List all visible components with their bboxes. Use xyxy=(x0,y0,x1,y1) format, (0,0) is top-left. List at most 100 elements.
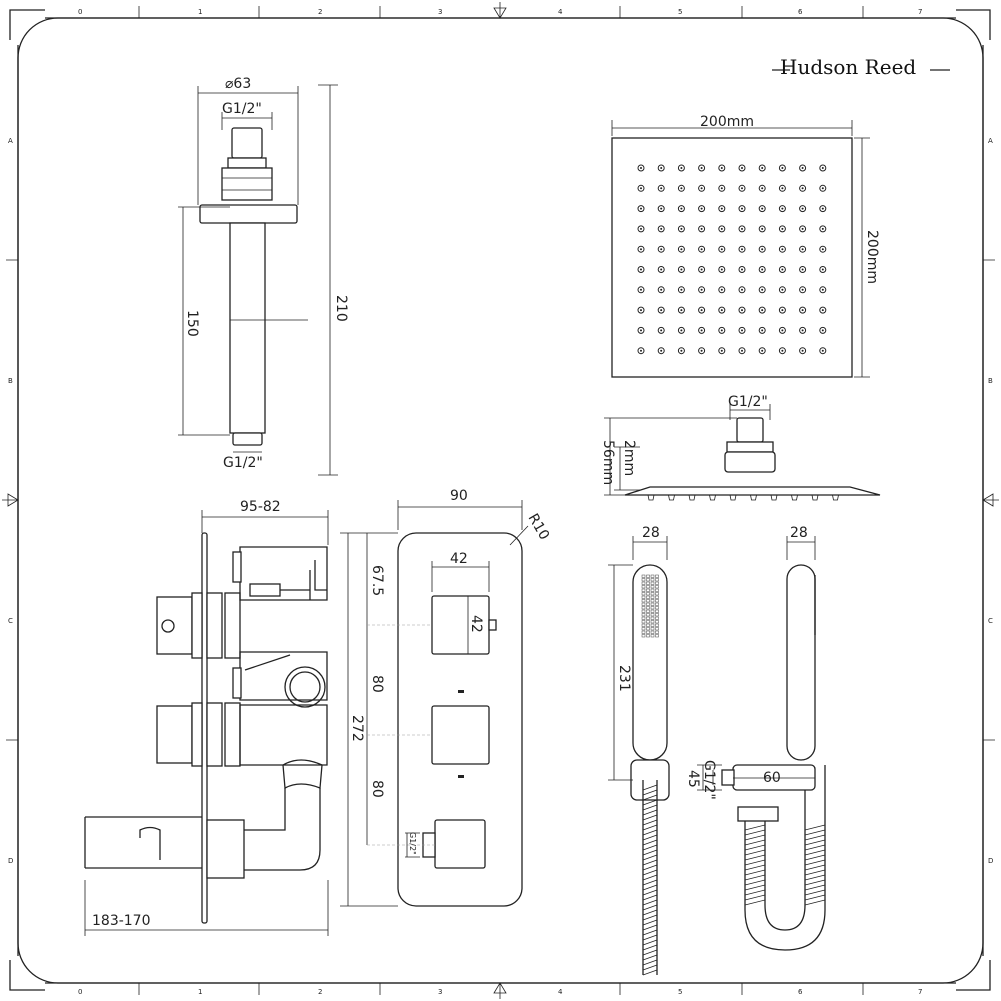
ruler-label: 2 xyxy=(318,988,322,996)
dimension-handset-width-left: 28 xyxy=(642,525,660,541)
ruler-label: 5 xyxy=(678,988,682,996)
ruler-label: 3 xyxy=(438,988,442,996)
dimension-thread-bottom: G1/2" xyxy=(223,455,263,471)
nozzle xyxy=(778,326,786,334)
nozzle xyxy=(778,266,786,273)
nozzle xyxy=(637,286,645,294)
nozzle xyxy=(657,286,665,294)
dimension-bracket-depth: 60 xyxy=(763,770,781,786)
nozzle xyxy=(677,266,685,273)
dimension-offset-top: 67.5 xyxy=(369,565,385,596)
dimension-head-depth: 200mm xyxy=(864,230,880,284)
ruler-label: C xyxy=(988,617,993,625)
nozzle xyxy=(819,245,827,253)
nozzle xyxy=(718,205,726,213)
nozzle xyxy=(698,164,706,172)
ruler-label: 5 xyxy=(678,8,682,16)
nozzle xyxy=(718,245,726,253)
ruler-label: A xyxy=(8,137,13,145)
ruler-label: 3 xyxy=(438,8,442,16)
nozzle xyxy=(738,225,746,233)
nozzle xyxy=(799,205,807,213)
nozzle xyxy=(698,225,706,233)
nozzle xyxy=(637,347,645,355)
nozzle-grid xyxy=(637,164,827,355)
ruler-label: 4 xyxy=(558,8,563,16)
ruler-label: D xyxy=(8,857,13,865)
ceiling-arm-drawing: ⌀63 G1/2" 210 150 G1/2" xyxy=(178,76,349,476)
nozzle xyxy=(738,184,746,192)
ruler-label: 2 xyxy=(318,8,322,16)
valve-side-view: 95-82 183-170 xyxy=(84,499,329,936)
ruler-bottom: 0 1 2 3 4 5 6 7 xyxy=(78,988,922,996)
dimension-bracket-thread: G1/2" xyxy=(701,760,717,800)
nozzle xyxy=(657,164,665,172)
dimension-spacing-2: 80 xyxy=(369,780,385,798)
nozzle xyxy=(758,164,766,172)
dimension-handset-width-right: 28 xyxy=(790,525,808,541)
nozzle xyxy=(738,205,746,213)
dimension-plate-width: 90 xyxy=(450,488,468,504)
ruler-sides: A B C D A B C D xyxy=(8,137,993,865)
dimension-head-width: 200mm xyxy=(700,114,754,130)
dimension-spacing-1: 80 xyxy=(369,675,385,693)
svg-text:Hudson Reed: Hudson Reed xyxy=(780,55,916,79)
nozzle xyxy=(778,347,786,355)
nozzle xyxy=(738,164,746,172)
nozzle xyxy=(778,286,786,294)
ruler-label: 6 xyxy=(798,988,803,996)
nozzle xyxy=(657,225,665,233)
nozzle xyxy=(637,245,645,253)
nozzle xyxy=(799,347,807,355)
nozzle xyxy=(799,266,807,273)
ruler-label: B xyxy=(8,377,13,385)
nozzle xyxy=(758,225,766,233)
nozzle xyxy=(677,164,685,172)
ruler-label: D xyxy=(988,857,993,865)
ruler-top: 0 1 2 3 4 5 6 7 xyxy=(78,8,922,16)
nozzle xyxy=(758,245,766,253)
nozzle xyxy=(637,306,645,314)
dimension-diameter: ⌀63 xyxy=(225,76,251,92)
nozzle xyxy=(677,347,685,355)
ruler-label: B xyxy=(988,377,993,385)
nozzle xyxy=(637,225,645,233)
nozzle xyxy=(677,205,685,213)
nozzle xyxy=(738,306,746,314)
nozzle xyxy=(819,225,827,233)
nozzle xyxy=(698,266,706,273)
nozzle xyxy=(738,266,746,273)
nozzle xyxy=(637,266,645,273)
dimension-valve-depth: 95-82 xyxy=(240,499,281,515)
ruler-label: A xyxy=(988,137,993,145)
nozzle xyxy=(718,286,726,294)
ruler-label: 7 xyxy=(918,988,922,996)
ruler-label: 1 xyxy=(198,988,202,996)
dimension-thread-top: G1/2" xyxy=(222,101,262,117)
nozzle xyxy=(778,245,786,253)
nozzle xyxy=(738,286,746,294)
nozzle xyxy=(758,326,766,334)
nozzle xyxy=(799,245,807,253)
ruler-label: 0 xyxy=(78,8,82,16)
nozzle xyxy=(819,184,827,192)
nozzle xyxy=(698,205,706,213)
nozzle xyxy=(738,326,746,334)
nozzle xyxy=(718,164,726,172)
nozzle xyxy=(758,347,766,355)
nozzle xyxy=(637,326,645,334)
nozzle xyxy=(698,347,706,355)
nozzle xyxy=(819,164,827,172)
nozzle xyxy=(637,205,645,213)
dimension-total-height: 210 xyxy=(333,295,349,322)
nozzle xyxy=(758,266,766,273)
nozzle xyxy=(637,184,645,192)
nozzle xyxy=(657,347,665,355)
nozzle xyxy=(718,347,726,355)
nozzle xyxy=(657,184,665,192)
nozzle xyxy=(698,326,706,334)
dimension-head-thickness: 2mm xyxy=(621,440,637,476)
brand-logo: Hudson Reed xyxy=(772,55,950,79)
shower-head-side-view: G1/2" 56mm 2mm xyxy=(600,394,881,501)
